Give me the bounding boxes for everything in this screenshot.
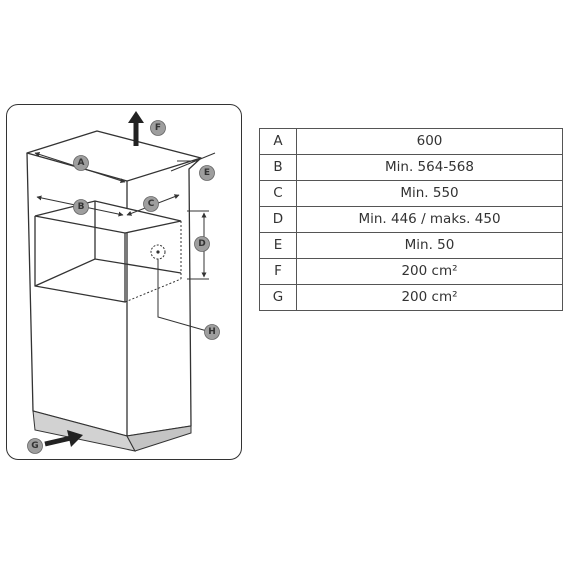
dimensions-table: A 600 B Min. 564-568 C Min. 550 D Min. 4… <box>259 128 563 311</box>
row-key: D <box>259 206 297 233</box>
table-row: G 200 cm² <box>259 284 563 311</box>
table-row: B Min. 564-568 <box>259 154 563 181</box>
row-value: Min. 564-568 <box>296 154 563 181</box>
label-badge-h: H <box>204 324 220 340</box>
svg-text:A: A <box>78 158 85 168</box>
row-value: 200 cm² <box>296 284 563 311</box>
table-row: E Min. 50 <box>259 232 563 259</box>
cabinet-outline <box>26 130 202 437</box>
svg-text:F: F <box>155 123 161 133</box>
label-badge-c: C <box>143 196 159 212</box>
svg-text:H: H <box>208 327 216 337</box>
row-value: 600 <box>296 128 563 155</box>
table-row: C Min. 550 <box>259 180 563 207</box>
row-key: F <box>259 258 297 285</box>
table-row: F 200 cm² <box>259 258 563 285</box>
svg-text:D: D <box>198 239 205 249</box>
row-key: C <box>259 180 297 207</box>
label-badge-d: D <box>194 236 210 252</box>
row-key: B <box>259 154 297 181</box>
table-row: D Min. 446 / maks. 450 <box>259 206 563 233</box>
table-row: A 600 <box>259 128 563 155</box>
cabinet-diagram: A B C D E F G H <box>26 111 220 454</box>
label-badge-a: A <box>73 155 89 171</box>
row-key: E <box>259 232 297 259</box>
row-value: Min. 550 <box>296 180 563 207</box>
label-badge-e: E <box>199 165 215 181</box>
svg-text:C: C <box>148 199 155 209</box>
dimension-e-line <box>170 152 216 172</box>
svg-text:E: E <box>204 168 210 178</box>
svg-text:G: G <box>31 441 38 451</box>
row-key: G <box>259 284 297 311</box>
label-badge-b: B <box>73 199 89 215</box>
row-key: A <box>259 128 297 155</box>
installation-diagram-panel: A B C D E F G H <box>6 104 242 460</box>
ventilation-in-arrow <box>44 435 72 447</box>
row-value: Min. 50 <box>296 232 563 259</box>
row-value: 200 cm² <box>296 258 563 285</box>
label-badge-g: G <box>27 438 43 454</box>
row-value: Min. 446 / maks. 450 <box>296 206 563 233</box>
label-badge-f: F <box>150 120 166 136</box>
svg-text:B: B <box>78 202 85 212</box>
